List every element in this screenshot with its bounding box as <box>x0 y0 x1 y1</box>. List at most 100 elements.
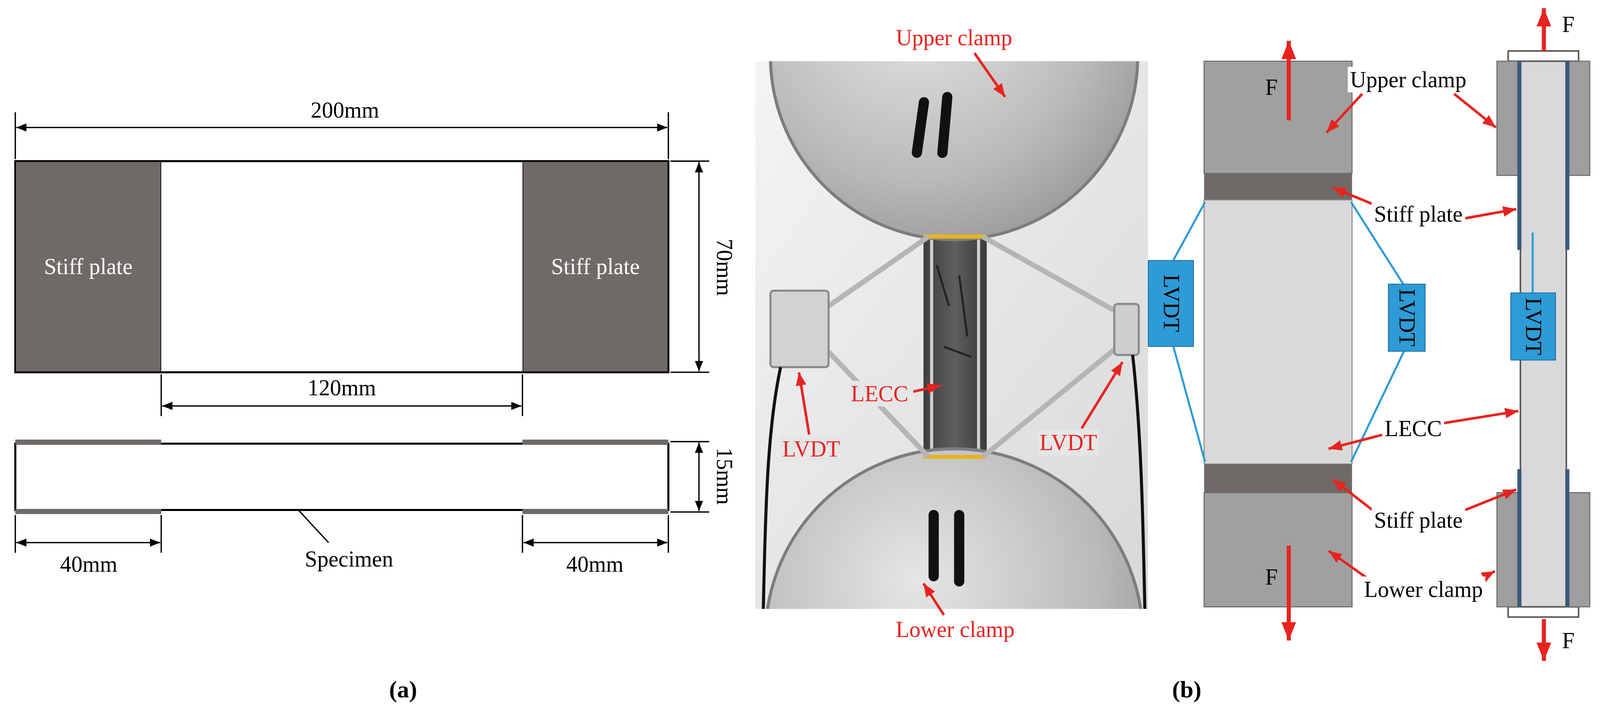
callout-arrow <box>923 583 944 615</box>
part-label: Upper clamp <box>1347 66 1469 93</box>
stiff-plate-side <box>15 508 162 515</box>
callout-arrow <box>1328 434 1384 449</box>
lvdt-frame <box>982 236 1116 311</box>
clamp-slot <box>937 91 954 159</box>
photo-label: LVDT <box>1037 429 1100 456</box>
dimension-lines <box>15 112 709 553</box>
photo-callouts <box>798 53 1123 616</box>
extension-line <box>521 374 523 417</box>
photo-label: Lower clamp <box>893 616 1018 643</box>
stiff-plate <box>1203 173 1352 200</box>
callout-arrow <box>1328 550 1368 579</box>
lvdt-box: LVDT <box>1387 283 1426 352</box>
end-cap <box>1507 50 1579 61</box>
force-arrow <box>1541 8 1546 51</box>
lvdt-wire <box>1351 346 1407 463</box>
lvdt-box: LVDT <box>1510 292 1557 361</box>
callout-arrow <box>1326 94 1362 133</box>
callout-arrow <box>1332 187 1373 205</box>
photo-label: LECC <box>848 380 911 407</box>
callout-arrow <box>1442 410 1519 424</box>
stiff-plate-side <box>1565 61 1570 251</box>
photo-label: LVDT <box>779 435 843 462</box>
specimen-bar <box>1520 50 1567 617</box>
stiff-plate <box>1203 464 1352 493</box>
callout-arrow <box>974 53 1006 98</box>
lvdt-frame <box>828 236 929 306</box>
lecc-specimen <box>1203 200 1352 465</box>
stiff-plate-side <box>522 439 669 445</box>
lower-clamp-box <box>1203 492 1352 607</box>
callout-arrow <box>1465 489 1517 511</box>
photo-label: Upper clamp <box>893 24 1015 51</box>
clamp-grip <box>1496 61 1521 176</box>
node-text: Stiff plate <box>550 254 640 280</box>
rubber-band <box>923 234 987 239</box>
force-label: F <box>1559 627 1577 654</box>
lower-clamp-box: F <box>1203 492 1352 607</box>
extension-line <box>521 514 523 553</box>
upper-clamp <box>770 61 1138 240</box>
clamp-grip <box>1566 61 1590 176</box>
stiff-plate-box: Stiff plate <box>15 161 162 373</box>
extension-line <box>14 514 17 553</box>
lvdt-box: LVDT <box>1147 260 1194 347</box>
top-view <box>15 161 669 373</box>
lvdt-wire <box>1531 232 1534 296</box>
specimen-marks <box>936 265 972 357</box>
node-text: F <box>1265 564 1278 590</box>
dimension-arrow <box>16 541 161 543</box>
panel-label: (b) <box>1169 675 1204 704</box>
force-arrow <box>1286 545 1291 641</box>
stiff-plate-side <box>522 508 669 515</box>
part-label: Stiff plate <box>1371 201 1465 227</box>
force-label: F <box>1559 11 1577 38</box>
schematic-callouts <box>1326 94 1518 580</box>
specimen-outline <box>15 161 669 373</box>
lvdt-rod <box>977 236 981 457</box>
extension-line <box>670 440 710 443</box>
stiff-plate-side <box>15 439 162 445</box>
lvdt-cable <box>763 367 781 609</box>
dimension-label: 200mm <box>308 97 382 123</box>
dimension-label: 70mm <box>711 236 738 299</box>
callout-arrow <box>798 372 810 435</box>
dimension-arrow <box>16 126 668 129</box>
lvdt-rod <box>930 236 934 457</box>
upper-clamp-box: F <box>1203 61 1352 174</box>
node-text: LVDT <box>1520 297 1546 356</box>
lvdt-body <box>770 290 829 367</box>
dimension-label: 40mm <box>563 550 626 577</box>
clamp-grip <box>1566 492 1590 607</box>
schematic-front <box>1173 40 1406 641</box>
clamp-slot <box>911 96 930 159</box>
stiff-plate-side <box>1517 61 1522 251</box>
lvdt-cable <box>1132 354 1146 609</box>
dimension-arrow <box>523 541 668 543</box>
extension-line <box>160 374 162 417</box>
stiff-plate-box: Stiff plate <box>522 161 669 373</box>
callout-arrow <box>1453 94 1496 128</box>
panel-label: (a) <box>386 675 420 704</box>
lvdt-wire <box>1173 202 1206 261</box>
force-arrow <box>1286 40 1291 121</box>
lower-clamp <box>765 448 1144 609</box>
extension-line <box>670 371 710 373</box>
clamp-slot <box>954 510 965 587</box>
node-text: Stiff plate <box>44 254 133 280</box>
extension-line <box>667 514 669 553</box>
end-cap <box>1507 606 1579 617</box>
dimension-label: 120mm <box>305 374 379 401</box>
node-text: F <box>1265 75 1278 101</box>
callout-arrow <box>913 385 942 392</box>
extension-line <box>667 112 669 159</box>
stiff-plate-side <box>1517 469 1522 607</box>
specimen-side <box>15 443 669 511</box>
callout-arrow <box>1465 209 1517 219</box>
part-label: LECC <box>1382 415 1445 441</box>
dimension-arrow <box>698 162 700 372</box>
lvdt-frame <box>982 348 1116 457</box>
rubber-band <box>923 454 987 459</box>
dimension-arrow <box>162 405 522 407</box>
